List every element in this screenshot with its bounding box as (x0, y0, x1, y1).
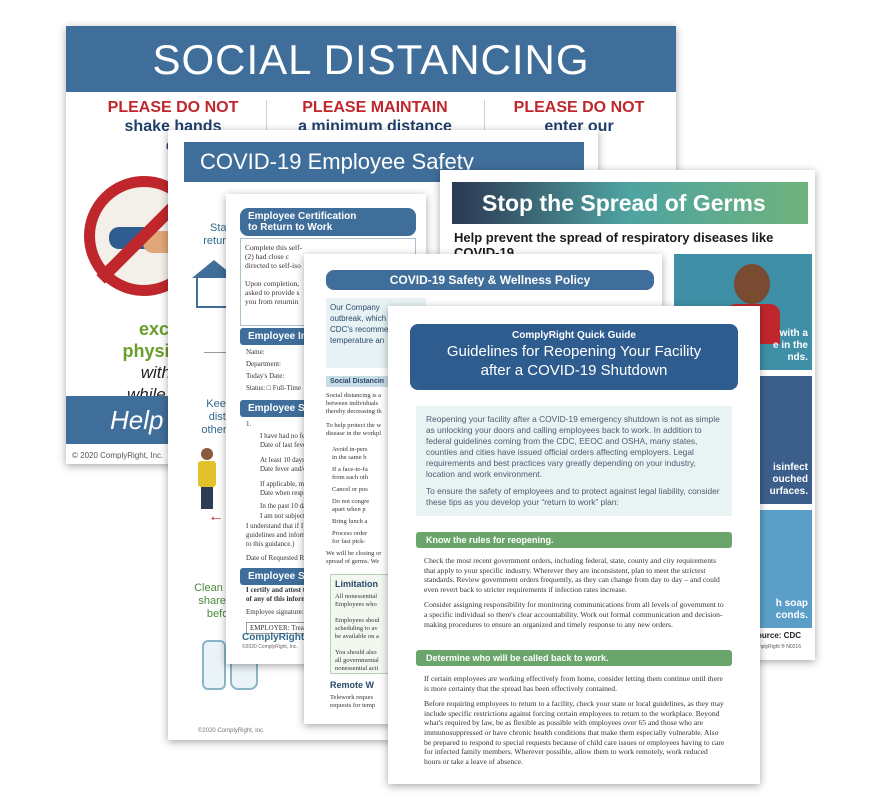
signature-label: Employee signature: (246, 608, 304, 616)
status-label: Status: □ Full-Time (246, 384, 301, 392)
logo-subtext: ©2020 ComplyRight, Inc. (242, 644, 298, 650)
closing-text: We will be closing or spread of germs. W… (326, 550, 382, 565)
copyright-text: ©2020 ComplyRight, Inc. (198, 728, 265, 734)
social-distancing-section-bar: Social Distancin (326, 376, 396, 387)
item-2b: Date fever and/or (260, 465, 309, 473)
item-5: I am not subject to (260, 512, 313, 520)
col1-red-text: PLEASE DO NOT (107, 99, 239, 116)
cough-caption: with a e in the nds. (772, 328, 808, 363)
col3-red-text: PLEASE DO NOT (513, 99, 645, 116)
source-text: Source: CDC (751, 631, 801, 640)
certify-line-1: I certify and attest that (246, 586, 315, 594)
person-icon (196, 448, 218, 510)
reopening-guidelines-guide: ComplyRight Quick Guide Guidelines for R… (388, 306, 760, 784)
item-1b: Date of last fever or (260, 441, 316, 449)
column-divider (266, 100, 267, 148)
distancing-text: Social distancing is a between individua… (326, 392, 382, 415)
guide-kicker: ComplyRight Quick Guide (512, 330, 636, 341)
intro-paragraph-2: To ensure the safety of employees and to… (426, 486, 720, 507)
stay-home-text: Stay return c (203, 222, 232, 260)
called-back-paragraph-2: Before requiring employees to return to … (424, 699, 725, 766)
column-divider (484, 100, 485, 148)
bullet-2: If a face-to-fa from each oth (332, 466, 369, 481)
guide-intro-box: Reopening your facility after a COVID-19… (416, 406, 732, 516)
item-3a: If applicable, my re (260, 480, 315, 488)
keep-distance-text: Keep dista others (201, 398, 232, 436)
guidelines-header: ComplyRight Quick Guide Guidelines for R… (410, 324, 738, 390)
date-label: Today's Date: (246, 372, 285, 380)
guide-title-line-1: Guidelines for Reopening Your Facility (446, 343, 702, 360)
bullet-3: Cancel or pos (332, 486, 368, 493)
guide-title-line-2: after a COVID-19 Shutdown (480, 362, 668, 379)
clean-shared-text: Clean a shared befor t (194, 582, 232, 633)
understand-line-2: guidelines and inform m (246, 531, 315, 539)
bullet-5: Bring lunch a (332, 518, 368, 525)
complyright-logo: ComplyRight (242, 632, 305, 643)
section-called-back-body: If certain employees are working effecti… (424, 674, 726, 772)
section-know-rules-body: Check the most recent government orders,… (424, 556, 726, 635)
item-number: 1. (246, 420, 252, 428)
understand-line-1: I understand that if I exp (246, 522, 316, 530)
remote-work-title: Remote W (330, 680, 375, 690)
item-4: In the past 10 days (260, 502, 313, 510)
requested-return-label: Date of Requested Return (246, 554, 319, 562)
disinfect-caption: isinfect ouched urfaces. (769, 462, 808, 497)
divider-line (204, 352, 240, 353)
arrow-left-icon: ← (208, 508, 224, 525)
col2-red-text: PLEASE MAINTAIN (302, 99, 448, 116)
understand-line-3: to this guidance.) (246, 540, 295, 548)
section-called-back-bar: Determine who will be called back to wor… (416, 650, 732, 666)
copyright-text: © 2020 ComplyRight, Inc. (72, 451, 164, 460)
know-rules-paragraph-1: Check the most recent government orders,… (424, 556, 720, 594)
called-back-paragraph-1: If certain employees are working effecti… (424, 674, 723, 693)
limitations-title: Limitation (335, 579, 378, 589)
item-1a: I have had no fever (260, 432, 315, 440)
know-rules-paragraph-2: Consider assigning responsibility for mo… (424, 600, 724, 629)
protect-text: To help protect the w disease in the wor… (326, 422, 382, 437)
certify-line-2: of any of this informatio (246, 595, 319, 603)
name-label: Name: (246, 348, 265, 356)
wash-caption: h soap conds. (775, 598, 808, 621)
bullet-1: Avoid in-pers in the same b (332, 446, 368, 461)
bullet-4: Do not congre apart when p (332, 498, 370, 513)
wellness-title: COVID-19 Safety & Wellness Policy (326, 270, 654, 290)
department-label: Department: (246, 360, 281, 368)
item-3b: Date when respira (260, 489, 311, 497)
intro-paragraph-1: Reopening your facility after a COVID-19… (426, 414, 720, 479)
social-distancing-title: SOCIAL DISTANCING (66, 26, 676, 92)
bullet-6: Process order for fast pick- (332, 530, 368, 545)
sku-text: ComplyRight ® N0216 (751, 644, 801, 650)
section-know-rules-bar: Know the rules for reopening. (416, 532, 732, 548)
remote-work-text: Telework reques requests for temp (330, 694, 376, 709)
limitations-text: All nonessential Employees who Employees… (335, 593, 380, 672)
germs-title: Stop the Spread of Germs (452, 182, 808, 224)
certification-header: Employee Certification to Return to Work (240, 208, 416, 236)
item-2a: At least 10 days ha (260, 456, 314, 464)
